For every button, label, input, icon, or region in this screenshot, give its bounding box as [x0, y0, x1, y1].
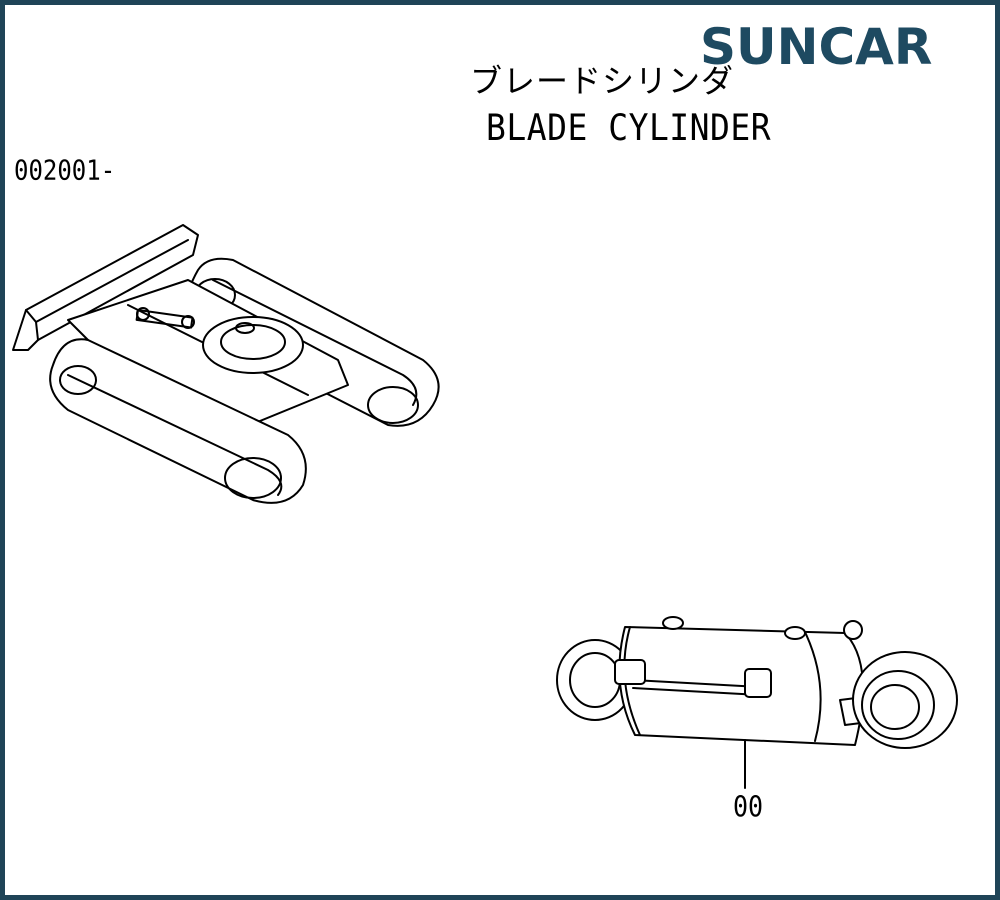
serial-range: 002001-	[14, 154, 116, 187]
title-english: BLADE CYLINDER	[486, 106, 772, 149]
suncar-logo: SUNCAR	[700, 18, 932, 74]
part-callout-00: 00	[733, 790, 764, 824]
excavator-undercarriage-illustration	[12, 224, 440, 504]
hydraulic-cylinder-illustration	[556, 616, 958, 789]
title-japanese: ブレードシリンダ	[470, 62, 735, 100]
logo-text: SUNCAR	[700, 18, 932, 74]
